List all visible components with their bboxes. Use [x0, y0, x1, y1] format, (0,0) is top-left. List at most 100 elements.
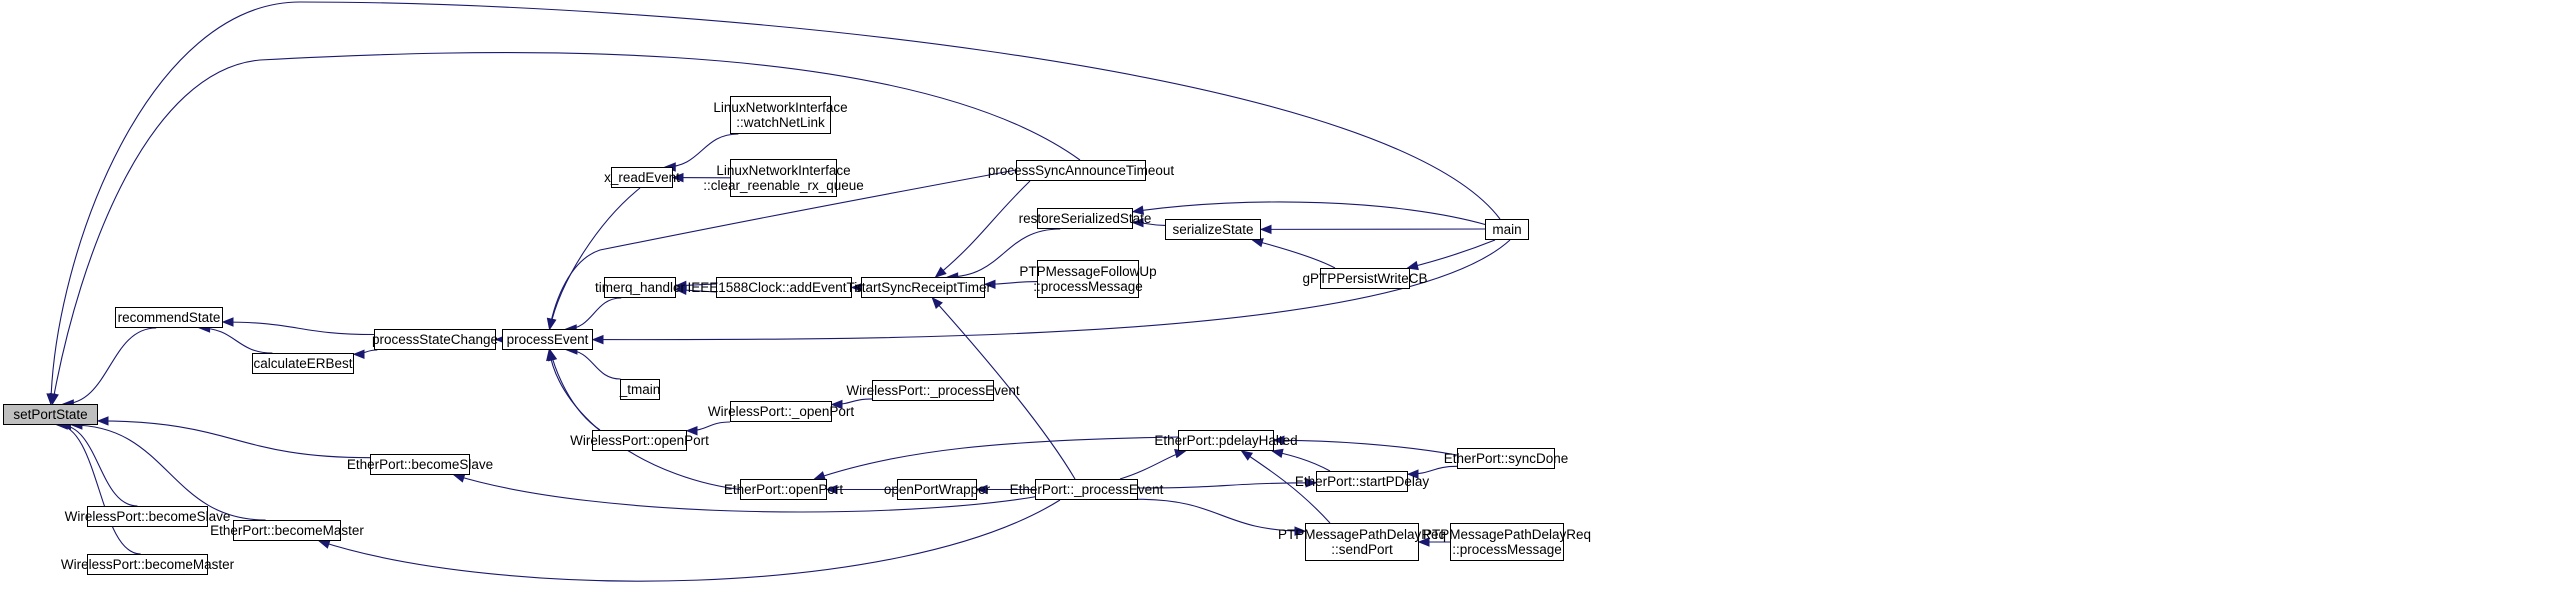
- arrowhead: [591, 334, 604, 345]
- edge-processStateChange-to-calculateERBest: [352, 349, 378, 359]
- node-gPTPPersistWriteCB-label: gPTPPersistWriteCB: [1302, 271, 1428, 286]
- arrowhead: [1131, 217, 1144, 228]
- node-wirelessport-openPort[interactable]: WirelessPort::openPort: [570, 430, 709, 451]
- node-wirelessport-openPort-label: WirelessPort::openPort: [570, 433, 709, 448]
- edge-wp_processEvent-to-wp_openPort: [830, 398, 873, 410]
- arrowhead: [546, 317, 557, 331]
- arrowhead: [452, 473, 466, 483]
- node-timerq_handler[interactable]: timerq_handler: [595, 277, 685, 298]
- edge-main-to-processEvent: [591, 239, 1511, 345]
- node-pathdelayreq-sendPort[interactable]: PTPMessagePathDelayReq ::sendPort: [1278, 523, 1446, 561]
- edge-gPTPPersistWriteCB-to-serializeState: [1251, 238, 1336, 269]
- edge-processSyncAnnounceTimeout-to-setPortState: [49, 52, 1081, 406]
- node-etherport-becomeSlave[interactable]: EtherPort::becomeSlave: [347, 454, 493, 475]
- arrowhead: [1272, 435, 1285, 445]
- node-wirelessport-becomeMaster[interactable]: WirelessPort::becomeMaster: [61, 554, 234, 575]
- node-pathdelayreq-processMessage[interactable]: PTPMessagePathDelayReq ::processMessage: [1423, 523, 1591, 561]
- node-calculateERBest-label: calculateERBest: [253, 356, 353, 371]
- edge-ep_processEvent-to-startPDelay: [1137, 478, 1318, 489]
- node-_tmain[interactable]: _tmain: [620, 379, 660, 400]
- edge-sendPort-to-pdelayHalted: [1240, 450, 1331, 524]
- node-processSyncAnnounceTimeout[interactable]: processSyncAnnounceTimeout: [988, 160, 1174, 181]
- node-pdrProcess-line1: PTPMessagePathDelayReq: [1422, 527, 1592, 542]
- node-etherport-openPort[interactable]: EtherPort::openPort: [724, 479, 843, 500]
- node-wirelessport-becomeSlave-label: WirelessPort::becomeSlave: [64, 509, 231, 524]
- arrowhead: [1417, 537, 1430, 547]
- node-processEvent[interactable]: processEvent: [502, 329, 593, 350]
- node-pathdelayreq-processMessage-label: PTPMessagePathDelayReq ::processMessage: [1423, 527, 1591, 557]
- node-timerq_handler-label: timerq_handler: [594, 280, 686, 295]
- arrowhead: [1305, 478, 1318, 488]
- node-main-label: main: [1492, 222, 1522, 237]
- node-gPTPPersistWriteCB[interactable]: gPTPPersistWriteCB: [1302, 268, 1428, 289]
- node-followUpProcess-label: PTPMessageFollowUp ::processMessage: [1019, 264, 1156, 294]
- arrowhead: [546, 348, 556, 362]
- node-etherport-syncDone-label: EtherPort::syncDone: [1443, 451, 1569, 466]
- edge-becomeMasterW-to-setPortState: [55, 420, 141, 555]
- arrowhead: [975, 484, 988, 495]
- node-etherport-pdelayHalted[interactable]: EtherPort::pdelayHalted: [1154, 430, 1298, 451]
- node-etherport-openPort-label: EtherPort::openPort: [723, 482, 844, 497]
- edge-main-to-setPortState: [46, 1, 1501, 406]
- node-wirelessport-_openPort-label: WirelessPort::_openPort: [707, 404, 855, 419]
- node-restoreSerializedState-label: restoreSerializedState: [1018, 211, 1152, 226]
- node-watchNetLink[interactable]: LinuxNetworkInterface ::watchNetLink: [713, 96, 848, 134]
- node-x_readEvent-label: x_readEvent: [604, 170, 680, 185]
- arrowhead: [1406, 260, 1419, 271]
- node-wirelessport-becomeSlave[interactable]: WirelessPort::becomeSlave: [65, 506, 230, 527]
- edge-main-to-gPTPPersistWriteCB: [1406, 239, 1496, 271]
- node-watchNetLink-line1: LinuxNetworkInterface: [713, 100, 848, 115]
- node-serializeState-label: serializeState: [1172, 222, 1254, 237]
- arrowhead: [46, 393, 56, 406]
- node-etherport-becomeMaster[interactable]: EtherPort::becomeMaster: [210, 520, 364, 541]
- edge-main-to-serializeState: [1259, 224, 1486, 235]
- arrowhead: [1294, 526, 1307, 536]
- node-clear_reenable_rx_queue-label: LinuxNetworkInterface ::clear_reenable_r…: [703, 163, 864, 193]
- node-clear_reenable_rx_queue[interactable]: LinuxNetworkInterface ::clear_reenable_r…: [703, 159, 864, 197]
- node-etherport-_processEvent[interactable]: EtherPort::_processEvent: [1010, 479, 1163, 500]
- edge-startPDelay-to-pdelayHalted: [1271, 448, 1331, 472]
- node-etherport-startPDelay[interactable]: EtherPort::startPDelay: [1295, 471, 1429, 492]
- node-processStateChange[interactable]: processStateChange: [372, 329, 498, 350]
- node-wirelessport-_openPort[interactable]: WirelessPort::_openPort: [708, 401, 854, 422]
- node-calculateERBest[interactable]: calculateERBest: [252, 353, 354, 374]
- node-wirelessport-_processEvent-label: WirelessPort::_processEvent: [846, 383, 1020, 398]
- node-restoreSerializedState[interactable]: restoreSerializedState: [1019, 208, 1151, 229]
- node-addEventTimer[interactable]: IEEE1588Clock::addEventTimer: [687, 277, 881, 298]
- edge-timerq_handler-to-processEvent: [564, 297, 622, 334]
- node-etherport-startPDelay-label: EtherPort::startPDelay: [1294, 474, 1430, 489]
- arrowhead: [1240, 450, 1254, 461]
- node-sendPort-line1: PTPMessagePathDelayReq: [1277, 527, 1447, 542]
- node-etherport-becomeMaster-label: EtherPort::becomeMaster: [210, 523, 364, 538]
- node-etherport-syncDone[interactable]: EtherPort::syncDone: [1444, 448, 1568, 469]
- node-processSyncAnnounceTimeout-label: processSyncAnnounceTimeout: [987, 163, 1175, 178]
- node-startSyncReceiptTimer[interactable]: startSyncReceiptTimer: [855, 277, 991, 298]
- node-setPortState-label: setPortState: [13, 407, 88, 422]
- arrowhead: [221, 317, 234, 327]
- node-watchNetLink-line2: ::watchNetLink: [736, 115, 825, 130]
- node-watchNetLink-label: LinuxNetworkInterface ::watchNetLink: [713, 100, 847, 130]
- edge-wpOpenPort-to-processEvent: [547, 348, 601, 431]
- edge-serializeState-to-restoreSerializedState: [1131, 217, 1166, 228]
- arrowhead: [671, 172, 684, 183]
- node-clear_reenable-line2: ::clear_reenable_rx_queue: [703, 178, 864, 193]
- edge-followUpProcess-to-startSyncReceiptTimer: [983, 279, 1038, 290]
- node-serializeState[interactable]: serializeState: [1165, 219, 1261, 240]
- node-sendPort-line2: ::sendPort: [1331, 542, 1393, 557]
- edge-calculateERBest-to-recommendState: [198, 323, 273, 354]
- edge-main-to-restoreSerializedState: [1131, 201, 1488, 226]
- edge-openPortWrapper-to-epOpenPort: [825, 484, 897, 495]
- node-openPortWrapper-label: openPortWrapper: [883, 482, 991, 497]
- node-wirelessport-_processEvent[interactable]: WirelessPort::_processEvent: [846, 380, 1020, 401]
- node-etherport-_processEvent-label: EtherPort::_processEvent: [1009, 482, 1164, 497]
- edge-syncDone-to-pdelayHalted: [1272, 435, 1458, 456]
- node-openPortWrapper[interactable]: openPortWrapper: [884, 479, 990, 500]
- edge-clear_reenable-to-x_readEvent: [671, 172, 731, 183]
- node-main[interactable]: main: [1485, 219, 1529, 240]
- node-x_readEvent[interactable]: x_readEvent: [604, 167, 680, 188]
- node-recommendState[interactable]: recommendState: [115, 307, 223, 328]
- node-_tmain-label: _tmain: [619, 382, 661, 397]
- node-clear_reenable-line1: LinuxNetworkInterface: [716, 163, 851, 178]
- node-followUpProcess[interactable]: PTPMessageFollowUp ::processMessage: [1019, 260, 1157, 298]
